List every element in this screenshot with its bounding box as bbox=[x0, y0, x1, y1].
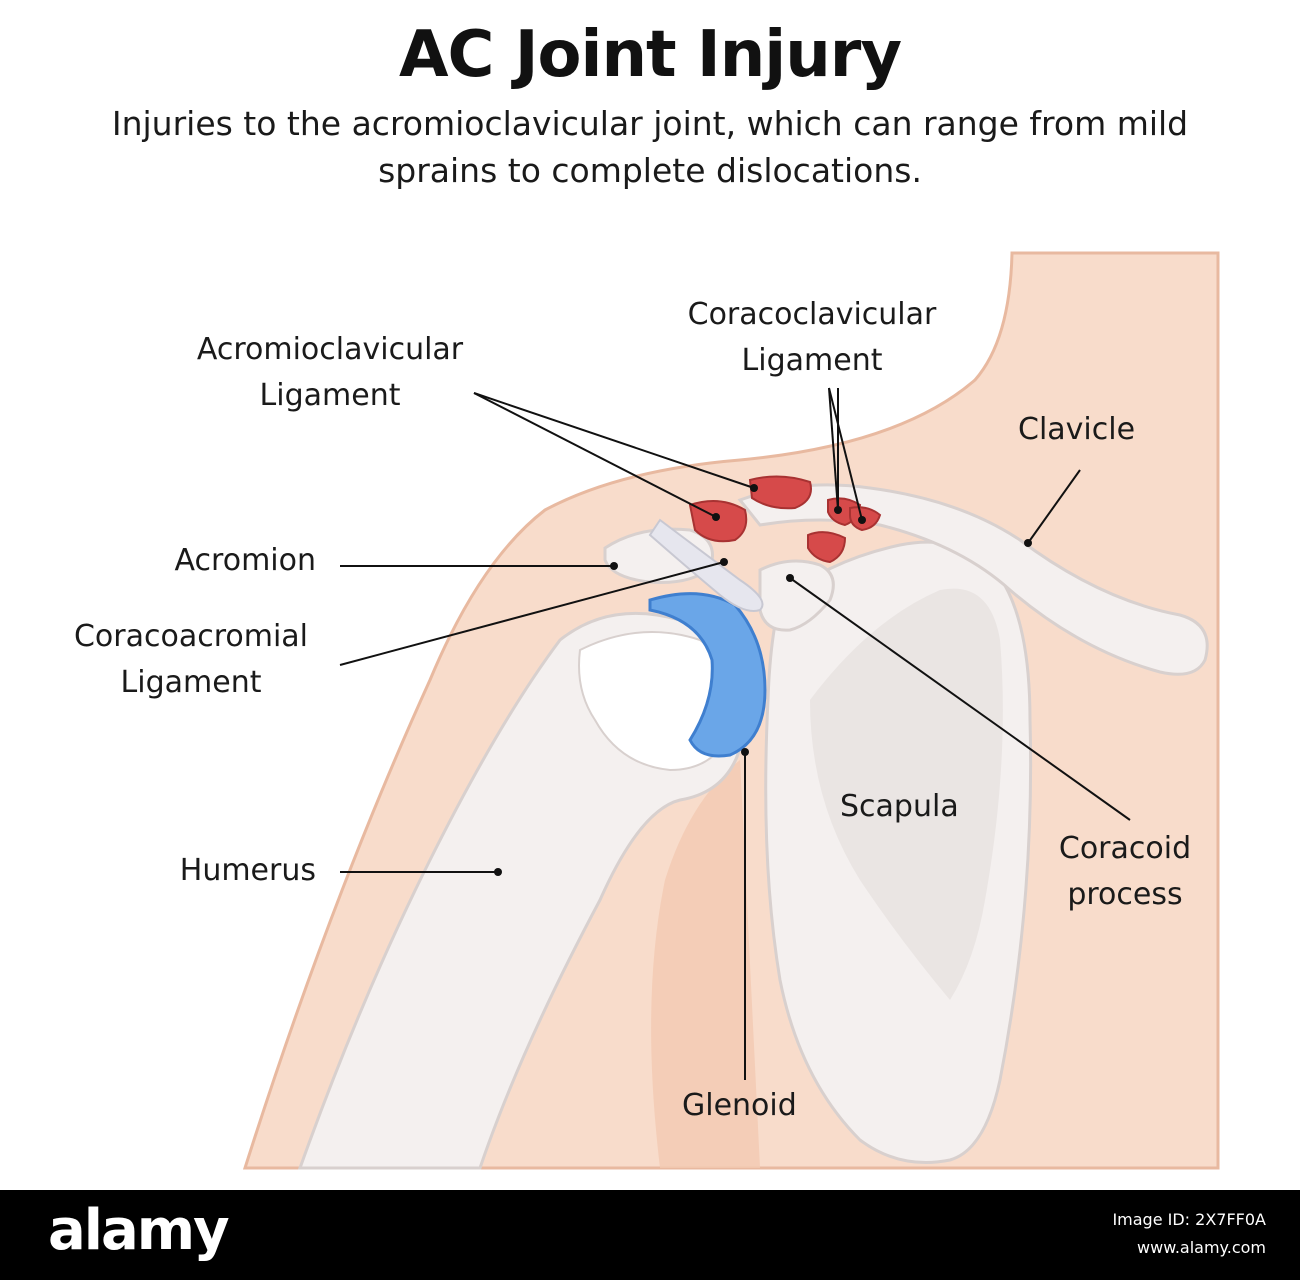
leader-ac-lig-2 bbox=[473, 392, 755, 489]
label-clavicle: Clavicle bbox=[1018, 412, 1136, 447]
skin-shadow bbox=[651, 760, 760, 1168]
label-coracoclavicular-ligament: Coracoclavicular Ligament bbox=[687, 297, 937, 378]
label-scapula: Scapula bbox=[840, 789, 959, 824]
scapula-inner bbox=[810, 588, 1003, 1000]
leader-cc-lig-1 bbox=[828, 387, 839, 511]
leader-clavicle bbox=[1027, 469, 1081, 544]
site-url: www.alamy.com bbox=[1137, 1238, 1266, 1257]
leader-dots bbox=[494, 484, 1032, 876]
leader-ac-lig-1 bbox=[473, 392, 717, 518]
leader-lines bbox=[339, 387, 1131, 1080]
label-acromioclavicular-ligament: Acromioclavicular Ligament bbox=[196, 332, 464, 413]
label-glenoid: Glenoid bbox=[682, 1088, 797, 1123]
page-title: AC Joint Injury bbox=[398, 18, 902, 92]
image-id: Image ID: 2X7FF0A bbox=[1112, 1210, 1266, 1229]
label-acromion: Acromion bbox=[174, 543, 316, 578]
leader-cc-lig-2 bbox=[828, 387, 863, 521]
shoulder-diagram: Acromioclavicular Ligament Coracoclavicu… bbox=[73, 251, 1220, 1170]
label-coracoacromial-ligament: Coracoacromial Ligament bbox=[73, 619, 309, 700]
image-info: Image ID: 2X7FF0A www.alamy.com bbox=[1112, 1206, 1266, 1262]
alamy-logo: alamy bbox=[48, 1198, 230, 1263]
cc-ligament-torn-1 bbox=[807, 531, 847, 564]
page-subtitle: Injuries to the acromioclavicular joint,… bbox=[111, 104, 1189, 190]
leader-coracoacromial bbox=[339, 561, 725, 666]
label-coracoid-process: Coracoid process bbox=[1058, 831, 1192, 912]
watermark-footer: alamy Image ID: 2X7FF0A www.alamy.com bbox=[0, 1190, 1300, 1280]
leader-coracoid bbox=[789, 577, 1131, 821]
clavicle-bone bbox=[737, 483, 1209, 676]
label-humerus: Humerus bbox=[179, 853, 316, 888]
shoulder-illustration bbox=[242, 251, 1220, 1170]
coracoid-bone bbox=[758, 559, 835, 632]
ac-ligament-torn-upper bbox=[748, 475, 812, 510]
